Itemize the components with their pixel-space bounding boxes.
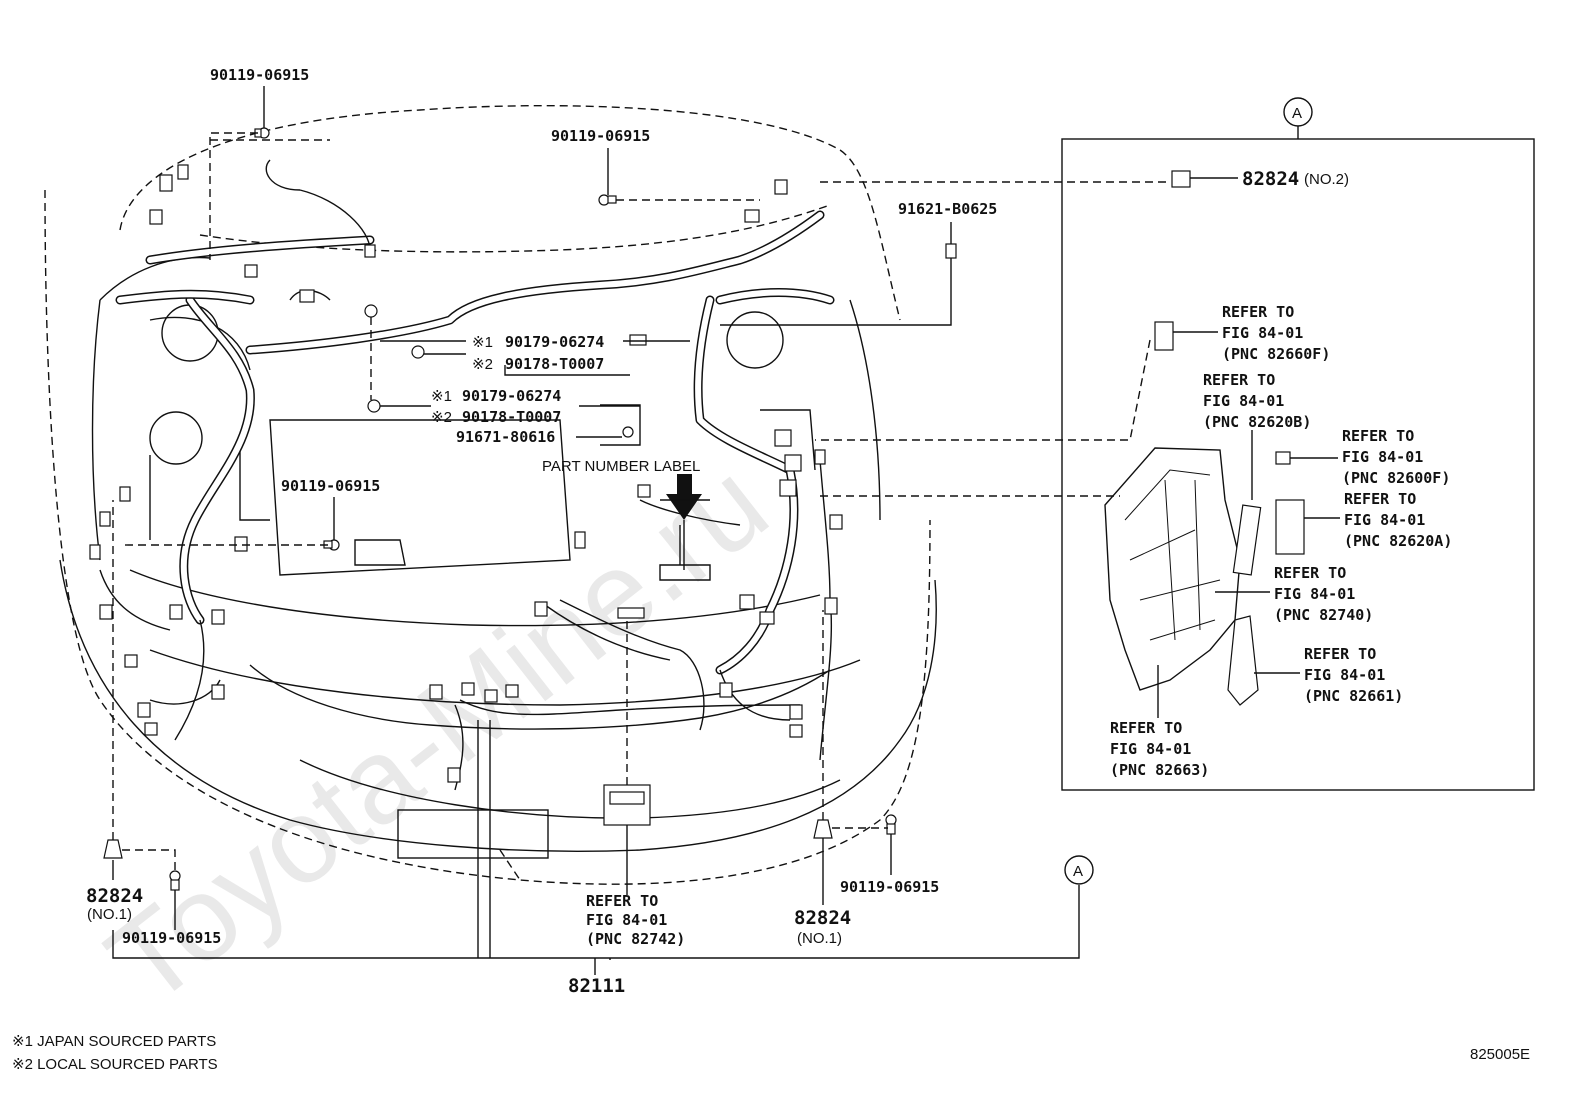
- inset-marker-text: A: [1292, 105, 1302, 122]
- bracket-right-number: 82824: [794, 907, 851, 929]
- module-82620A-icon: [1275, 499, 1305, 555]
- part-number-label-arrow-icon: [660, 474, 710, 570]
- bracket-right-sub: (NO.1): [797, 930, 842, 947]
- svg-text:(PNC 82660F): (PNC 82660F): [1222, 345, 1330, 363]
- svg-text:FIG 84-01: FIG 84-01: [1274, 585, 1355, 603]
- svg-text:FIG 84-01: FIG 84-01: [1342, 448, 1423, 466]
- svg-text:(PNC 82600F): (PNC 82600F): [1342, 469, 1450, 487]
- bracket-left-icon: [103, 839, 123, 859]
- connector-82742-icon: [603, 784, 651, 826]
- mark-2a: ※2: [472, 356, 493, 373]
- svg-text:(PNC 82620A): (PNC 82620A): [1344, 532, 1452, 550]
- bolt-top-center-label: 90119-06915: [551, 127, 650, 145]
- bolt-bottom-right-label: 90119-06915: [840, 878, 939, 896]
- part-1b-label: 90179-06274: [462, 387, 561, 405]
- footnote-2: ※2 LOCAL SOURCED PARTS: [12, 1056, 218, 1073]
- svg-text:(PNC 82740): (PNC 82740): [1274, 606, 1373, 624]
- leader-lines: [112, 86, 1170, 975]
- section-marker-bottom: A: [1064, 855, 1094, 885]
- mark-1b: ※1: [431, 388, 452, 405]
- part-91671-label: 91671-80616: [456, 428, 555, 446]
- connectors: [89, 164, 843, 783]
- refer-82742-line1: REFER TO: [586, 892, 658, 910]
- bracket-right-icon: [813, 819, 833, 839]
- svg-text:REFER TO: REFER TO: [1304, 645, 1376, 663]
- svg-text:FIG 84-01: FIG 84-01: [1110, 740, 1191, 758]
- svg-text:REFER TO: REFER TO: [1110, 719, 1182, 737]
- fasteners: [103, 127, 957, 891]
- inset-panel: A 82824 (NO.2) REFER TO FIG 84-01 (PNC 8…: [1061, 97, 1535, 791]
- mark-2b: ※2: [431, 409, 452, 426]
- clip-91671-icon: [622, 426, 634, 438]
- bracket-no2-icon: [1171, 170, 1191, 188]
- svg-text:REFER TO: REFER TO: [1274, 564, 1346, 582]
- clip-right-label: 91621-B0625: [898, 200, 997, 218]
- bolt-mid-left-label: 90119-06915: [281, 477, 380, 495]
- engine-bay-outline: [59, 256, 937, 859]
- footnotes: ※1 JAPAN SOURCED PARTS ※2 LOCAL SOURCED …: [12, 1033, 1530, 1073]
- section-marker-bottom-text: A: [1073, 863, 1083, 880]
- clip-2a-icon: [411, 345, 425, 359]
- bolt-bottom-right-icon: [885, 814, 897, 835]
- svg-text:REFER TO: REFER TO: [1222, 303, 1294, 321]
- svg-text:FIG 84-01: FIG 84-01: [1304, 666, 1385, 684]
- fuse-block-icon: [1104, 447, 1262, 691]
- wire-harness: [99, 159, 835, 791]
- harness-main-label: 82111: [568, 975, 625, 997]
- part-2b-label: 90178-T0007: [462, 408, 561, 426]
- inset-bracket-number: 82824: [1242, 168, 1299, 190]
- inset-bracket-sub: (NO.2): [1304, 171, 1349, 188]
- bracket-left-sub: (NO.1): [87, 906, 132, 923]
- svg-text:(PNC 82663): (PNC 82663): [1110, 761, 1209, 779]
- module-82661-icon: [1227, 615, 1259, 706]
- part-1a-label: 90179-06274: [505, 333, 604, 351]
- bolt-bottom-left-icon: [169, 870, 181, 891]
- svg-text:REFER TO: REFER TO: [1203, 371, 1275, 389]
- bolt-top-center-icon: [598, 194, 617, 206]
- svg-text:FIG 84-01: FIG 84-01: [1222, 324, 1303, 342]
- callout-labels: 90119-06915 90119-06915 91621-B0625 ※1 9…: [86, 66, 1094, 997]
- clip-right-icon: [945, 243, 957, 272]
- diagram-code: 825005E: [1470, 1046, 1530, 1063]
- bolt-top-left-label: 90119-06915: [210, 66, 309, 84]
- relay-82660F-icon: [1154, 321, 1174, 351]
- bracket-left-number: 82824: [86, 885, 143, 907]
- svg-text:FIG 84-01: FIG 84-01: [1203, 392, 1284, 410]
- svg-text:FIG 84-01: FIG 84-01: [1344, 511, 1425, 529]
- part-number-label-text: PART NUMBER LABEL: [542, 458, 700, 475]
- refer-82742-line2: FIG 84-01: [586, 911, 667, 929]
- mark-1a: ※1: [472, 334, 493, 351]
- svg-text:REFER TO: REFER TO: [1342, 427, 1414, 445]
- bolt-bottom-left-label: 90119-06915: [122, 929, 221, 947]
- clip-1b-icon: [367, 399, 381, 413]
- svg-text:REFER TO: REFER TO: [1344, 490, 1416, 508]
- svg-text:(PNC 82620B): (PNC 82620B): [1203, 413, 1311, 431]
- footnote-1: ※1 JAPAN SOURCED PARTS: [12, 1033, 216, 1050]
- clip-1a-icon: [364, 304, 378, 318]
- refer-82742-line3: (PNC 82742): [586, 930, 685, 948]
- fuse-82600F-icon: [1275, 451, 1291, 465]
- svg-text:(PNC 82661): (PNC 82661): [1304, 687, 1403, 705]
- part-2a-label: 90178-T0007: [505, 355, 604, 373]
